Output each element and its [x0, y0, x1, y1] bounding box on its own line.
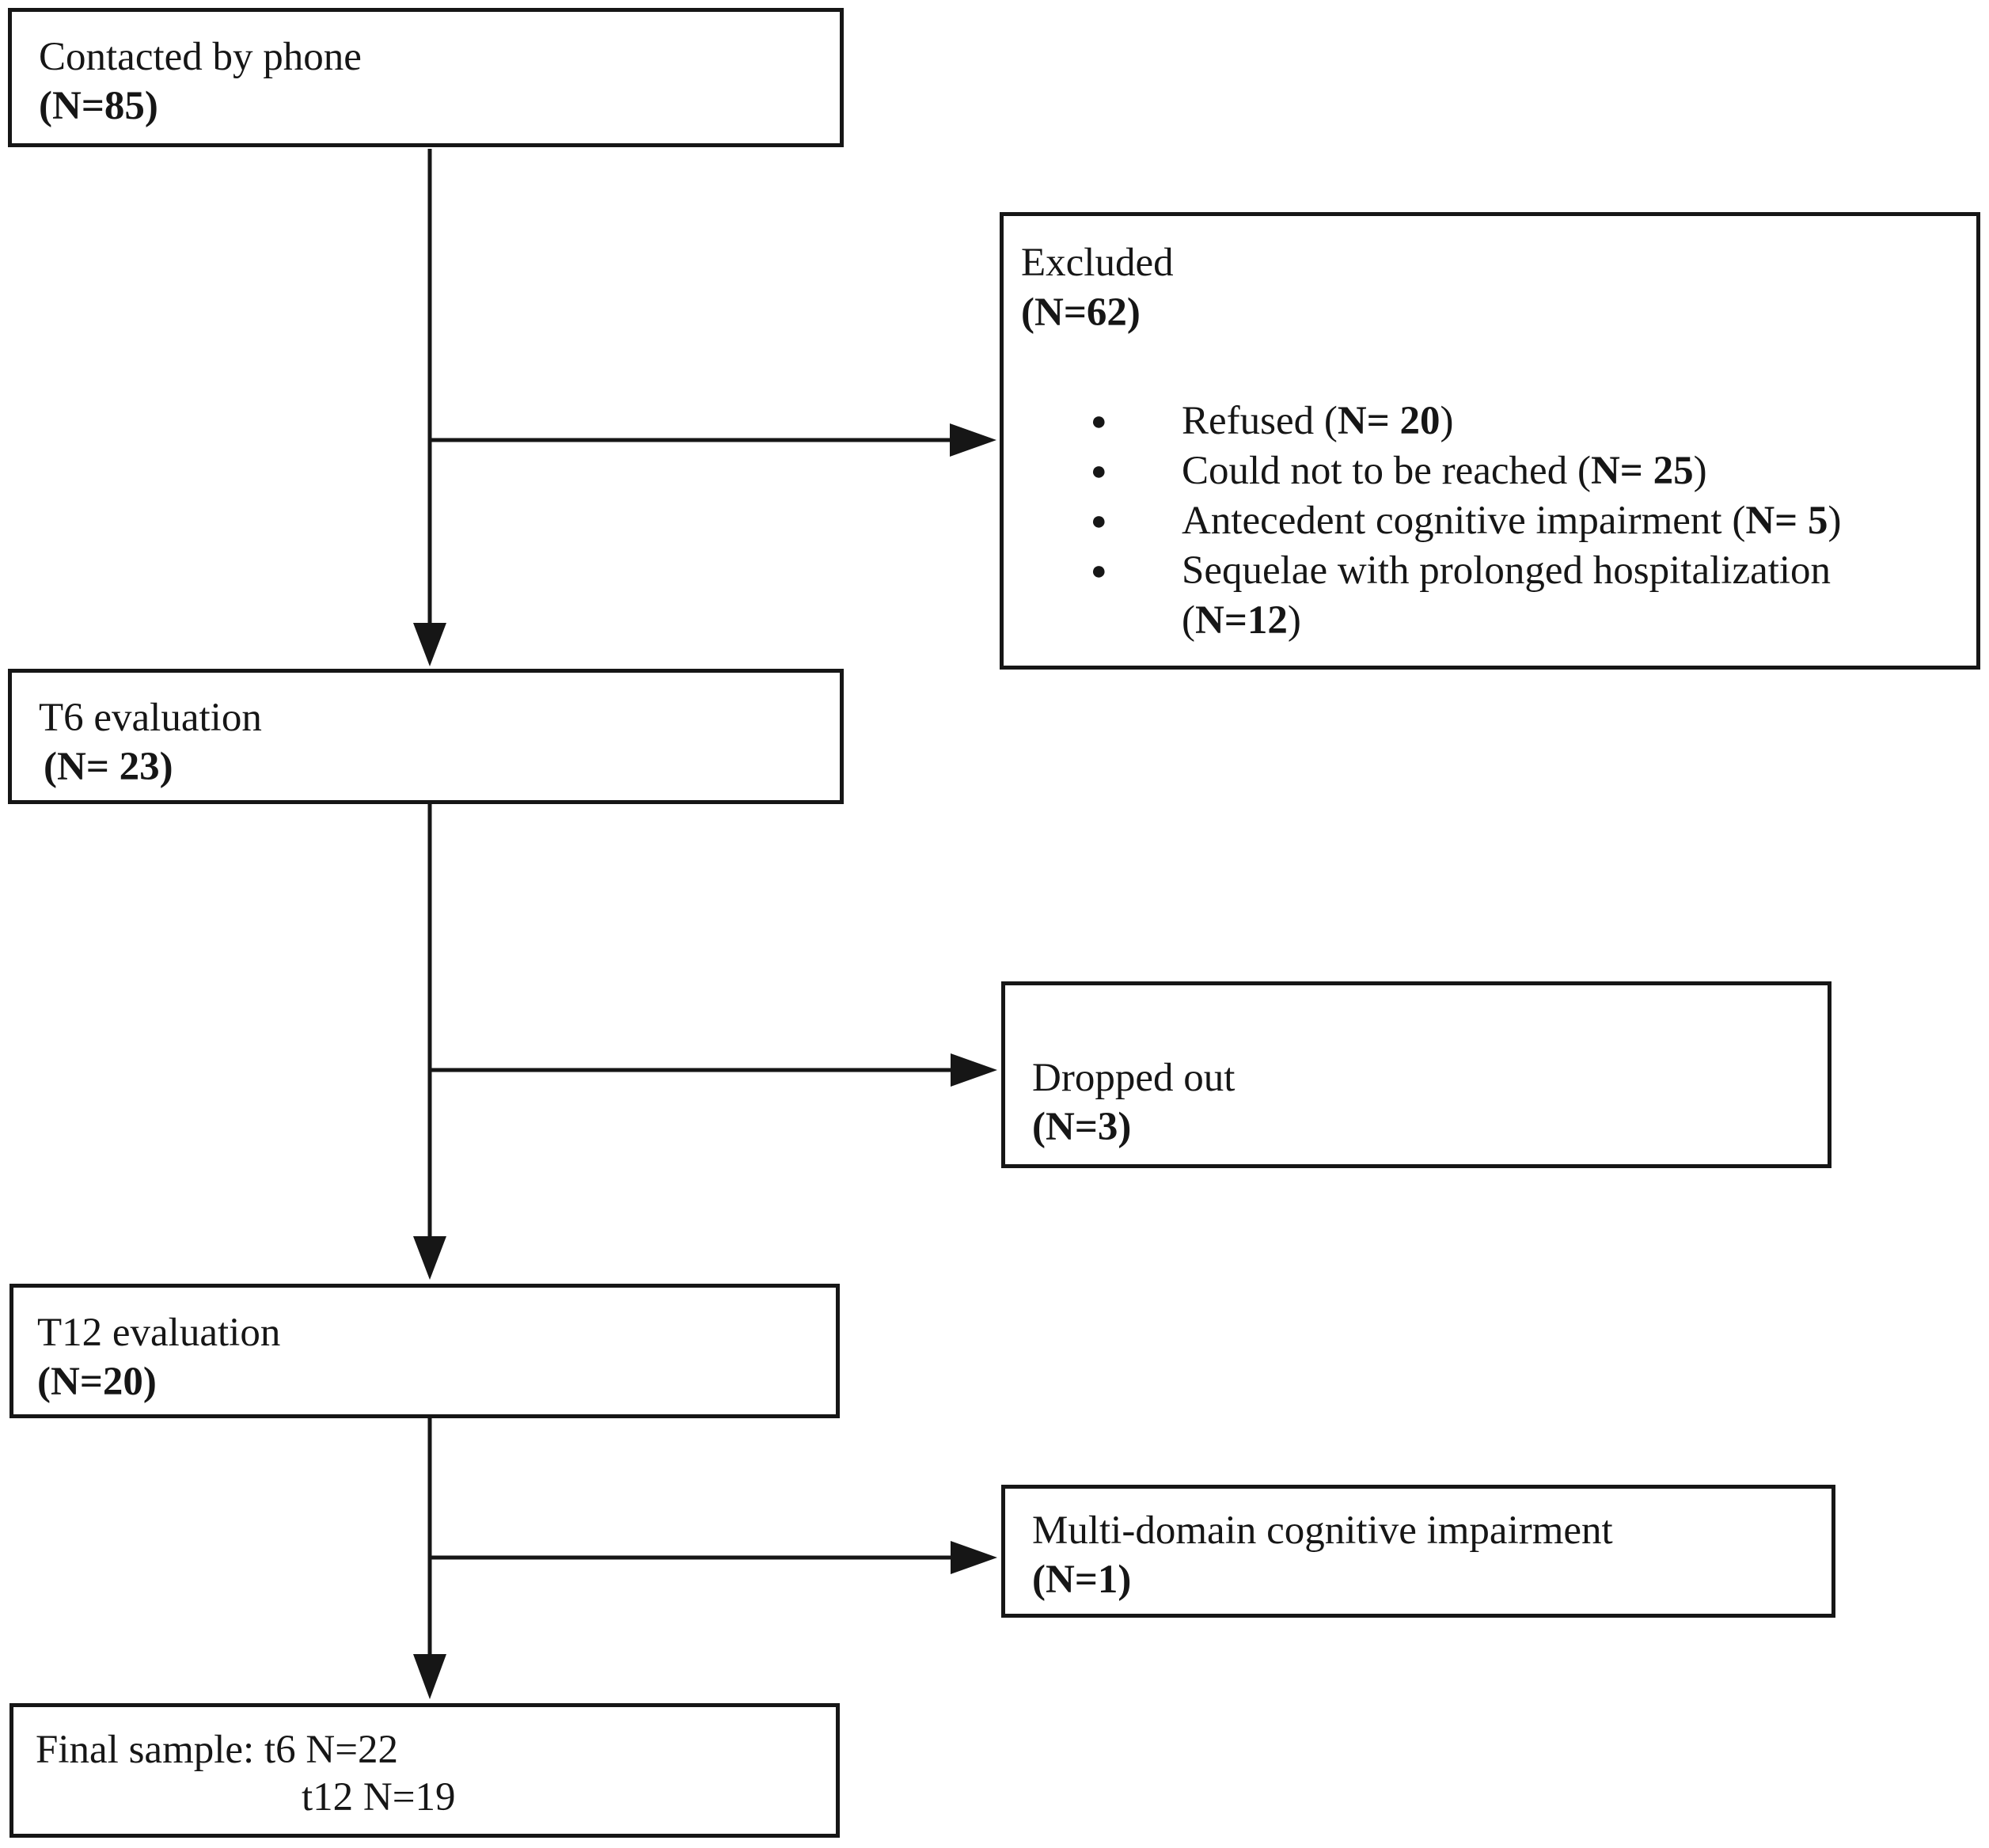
box-multi-count: (N=1) [1032, 1558, 1132, 1602]
box-contacted-by-phone: Contacted by phone (N=85) [8, 8, 844, 147]
box-excluded-count: (N=62) [1021, 290, 1141, 335]
box-t6-title: T6 evaluation [39, 696, 262, 740]
reason-text: Sequelae with prolonged hospitalization … [1182, 548, 1831, 643]
arrow-contacted-to-t6 [413, 149, 446, 666]
box-final-line2: t12 N=19 [302, 1775, 456, 1820]
box-multi-domain-impairment: Multi-domain cognitive impairment (N=1) [1001, 1485, 1835, 1618]
reason-text-close: ) [1693, 449, 1707, 493]
box-final-line1: Final sample: t6 N=22 [36, 1728, 398, 1772]
excluded-reasons-list: ● Refused (N= 20) ● Could not to be reac… [1021, 397, 1956, 646]
excluded-reason-item: ● Antecedent cognitive impairment (N= 5) [1021, 496, 1956, 546]
reason-text-close: ) [1287, 598, 1301, 643]
reason-count: N= 25 [1590, 449, 1694, 493]
reason-text: Refused ( [1182, 399, 1338, 443]
reason-count: N= 5 [1745, 499, 1828, 543]
box-t6-evaluation: T6 evaluation (N= 23) [8, 669, 844, 804]
box-contacted-title: Contacted by phone [39, 35, 362, 79]
reason-count: N=12 [1194, 598, 1288, 643]
box-contacted-count: (N=85) [39, 84, 158, 128]
box-t6-count: (N= 23) [44, 745, 173, 789]
box-dropped-count: (N=3) [1032, 1105, 1132, 1149]
arrow-branch-to-dropped-out [430, 1053, 997, 1087]
box-final-sample: Final sample: t6 N=22 t12 N=19 [9, 1703, 840, 1838]
box-dropped-title: Dropped out [1032, 1056, 1236, 1100]
arrow-t6-to-t12 [413, 804, 446, 1280]
excluded-reason-item: ● Sequelae with prolonged hospitalizatio… [1021, 546, 1956, 646]
reason-text: Could not to be reached ( [1182, 449, 1591, 493]
box-excluded-title: Excluded [1021, 241, 1174, 285]
bullet-icon: ● [1091, 556, 1107, 586]
box-t12-count: (N=20) [37, 1360, 157, 1404]
box-dropped-out: Dropped out (N=3) [1001, 981, 1831, 1168]
box-t12-title: T12 evaluation [37, 1311, 281, 1355]
bullet-icon: ● [1091, 407, 1107, 436]
box-excluded: Excluded (N=62) ● Refused (N= 20) ● Coul… [1000, 212, 1980, 670]
reason-count: N= 20 [1337, 399, 1441, 443]
reason-text: Antecedent cognitive impairment ( [1182, 499, 1746, 543]
reason-text-close: ) [1828, 499, 1842, 543]
arrow-branch-to-multi-domain [430, 1541, 997, 1574]
bullet-icon: ● [1091, 507, 1107, 536]
arrow-branch-to-excluded [430, 423, 996, 457]
excluded-reason-item: ● Could not to be reached (N= 25) [1021, 446, 1956, 496]
reason-text-close: ) [1440, 399, 1454, 443]
bullet-icon: ● [1091, 457, 1107, 486]
arrow-t12-to-final [413, 1418, 446, 1699]
excluded-reason-item: ● Refused (N= 20) [1021, 397, 1956, 446]
box-t12-evaluation: T12 evaluation (N=20) [9, 1284, 840, 1418]
box-multi-title: Multi-domain cognitive impairment [1032, 1508, 1613, 1553]
